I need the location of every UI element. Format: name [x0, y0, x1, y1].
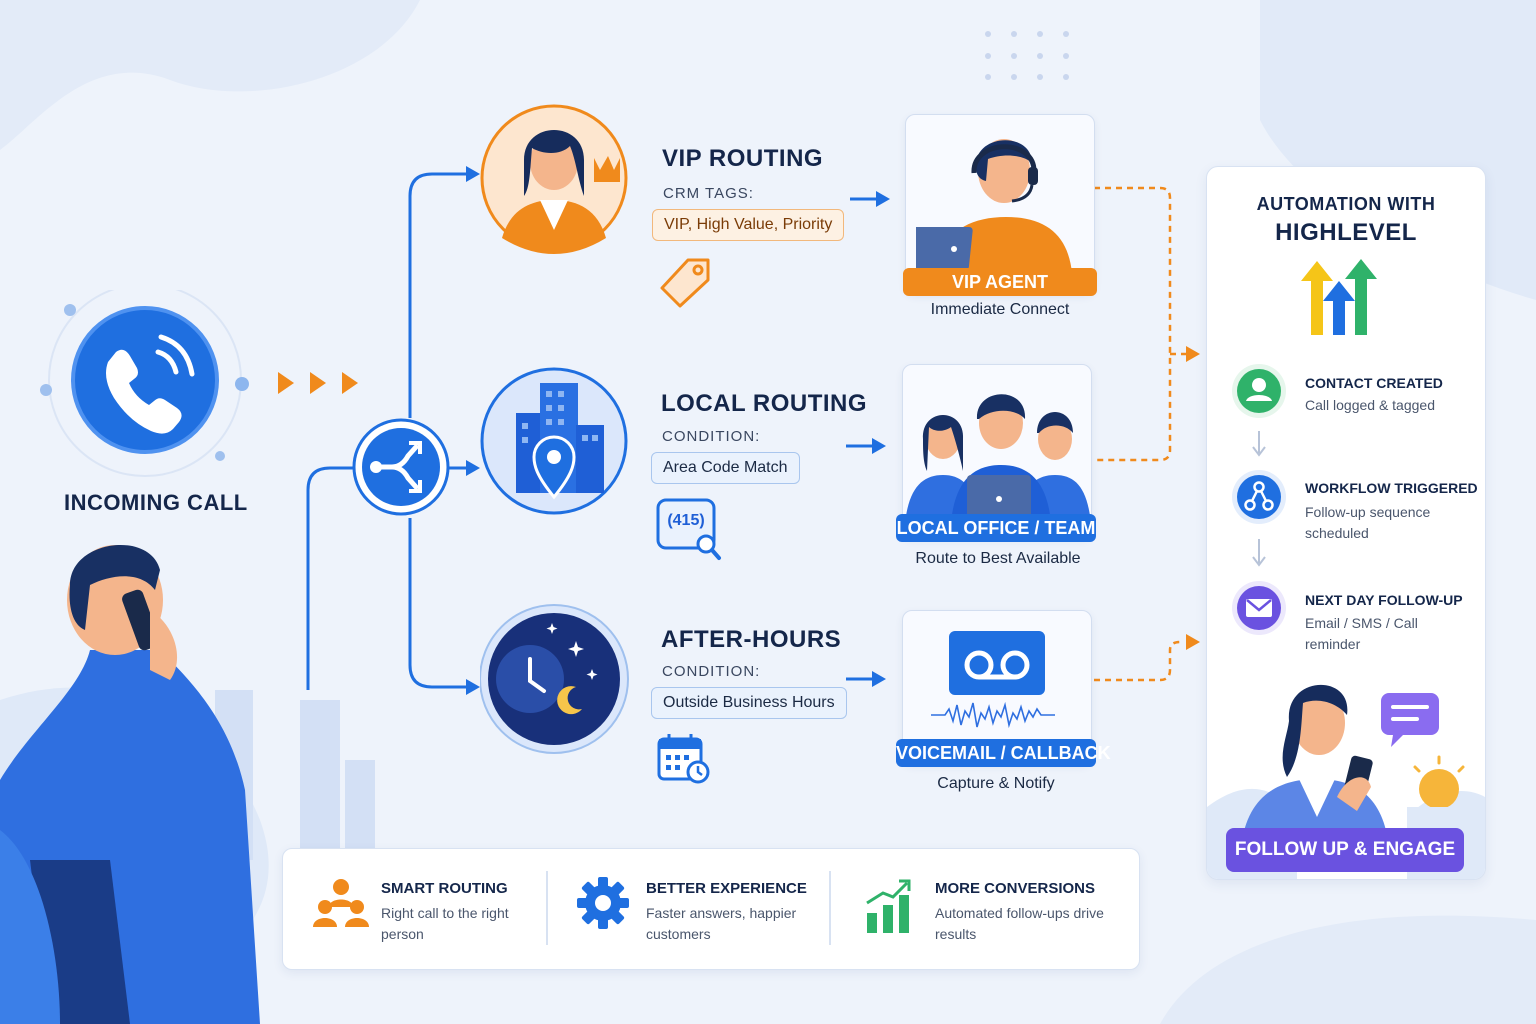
automation-title-line2: HIGHLEVEL: [1275, 219, 1417, 246]
voicemail-card: [902, 610, 1092, 764]
automation-panel: AUTOMATION WITH HIGHLEVEL CONTACT CREATE…: [1206, 166, 1486, 880]
step-down-arrow-icon: [1252, 539, 1266, 567]
crm-tags-pill: VIP, High Value, Priority: [652, 209, 845, 241]
benefit-desc-more-conversions: Automated follow-ups drive results: [935, 905, 1104, 942]
area-code-text: (415): [667, 512, 705, 529]
gear-icon: [577, 877, 629, 929]
step-desc-next-day-follow-up: Email / SMS / Call reminder: [1305, 615, 1418, 652]
voicemail-banner: VOICEMAIL / CALLBACK: [896, 739, 1111, 767]
benefit-divider: [829, 871, 831, 945]
route-title-vip: VIP ROUTING: [662, 145, 824, 172]
vip-agent-card: [905, 114, 1095, 294]
route-condition-label-after-hours: CONDITION:: [662, 663, 761, 680]
area-code-search-icon: (415): [656, 498, 721, 560]
step-title-next-day-follow-up: NEXT DAY FOLLOW-UP: [1305, 592, 1463, 608]
city-location-icon: [480, 367, 628, 515]
vip-customer-icon: [480, 104, 628, 254]
forward-arrows-icon: [278, 372, 358, 394]
contact-created-icon: [1232, 364, 1286, 418]
team-icon: [905, 394, 1091, 523]
people-group-icon: [313, 879, 369, 927]
headset-agent-icon: [916, 139, 1072, 273]
route-title-local: LOCAL ROUTING: [661, 390, 868, 417]
benefit-desc-better-experience: Faster answers, happier customers: [646, 905, 797, 942]
local-team-card: [902, 364, 1092, 538]
local-team-banner: LOCAL OFFICE / TEAM: [896, 514, 1096, 542]
benefits-bar: SMART ROUTING Right call to the right pe…: [282, 848, 1140, 970]
growth-chart-icon: [866, 879, 911, 933]
route-title-after-hours: AFTER-HOURS: [661, 626, 842, 653]
step-down-arrow-icon: [1252, 431, 1266, 457]
dot-grid-decor: [985, 31, 1069, 80]
voicemail-caption: Capture & Notify: [937, 775, 1055, 792]
next-day-follow-up-icon: [1232, 581, 1286, 635]
price-tag-icon: [660, 258, 710, 308]
benefit-desc-smart-routing: Right call to the right person: [381, 905, 509, 942]
phone-icon: [40, 290, 249, 477]
route-condition-label-local: CONDITION:: [662, 428, 761, 445]
highlevel-logo-icon: [1301, 259, 1377, 335]
calendar-clock-icon: [657, 734, 710, 784]
benefit-divider: [546, 871, 548, 945]
step-title-workflow-triggered: WORKFLOW TRIGGERED: [1305, 480, 1478, 496]
benefit-title-smart-routing: SMART ROUTING: [381, 880, 508, 897]
automation-title-line1: AUTOMATION WITH: [1256, 194, 1436, 214]
incoming-call-label: INCOMING CALL: [64, 490, 248, 515]
vip-agent-caption: Immediate Connect: [930, 301, 1070, 318]
benefit-title-better-experience: BETTER EXPERIENCE: [646, 880, 807, 897]
step-title-contact-created: CONTACT CREATED: [1305, 375, 1443, 391]
route-condition-label-vip: CRM TAGS:: [663, 185, 754, 202]
voicemail-icon: [931, 631, 1055, 729]
workflow-triggered-icon: [1232, 470, 1286, 524]
benefit-title-more-conversions: MORE CONVERSIONS: [935, 880, 1096, 897]
step-desc-workflow-triggered: Follow-up sequence scheduled: [1305, 504, 1431, 541]
vip-agent-banner: VIP AGENT: [903, 268, 1097, 296]
step-desc-contact-created: Call logged & tagged: [1305, 397, 1435, 413]
clock-night-icon: [480, 604, 629, 754]
area-code-pill: Area Code Match: [651, 452, 800, 484]
local-team-caption: Route to Best Available: [915, 550, 1081, 567]
caller-illustration: [0, 544, 260, 1024]
business-hours-pill: Outside Business Hours: [651, 687, 847, 719]
follow-up-engage-button: FOLLOW UP & ENGAGE: [1226, 828, 1464, 872]
